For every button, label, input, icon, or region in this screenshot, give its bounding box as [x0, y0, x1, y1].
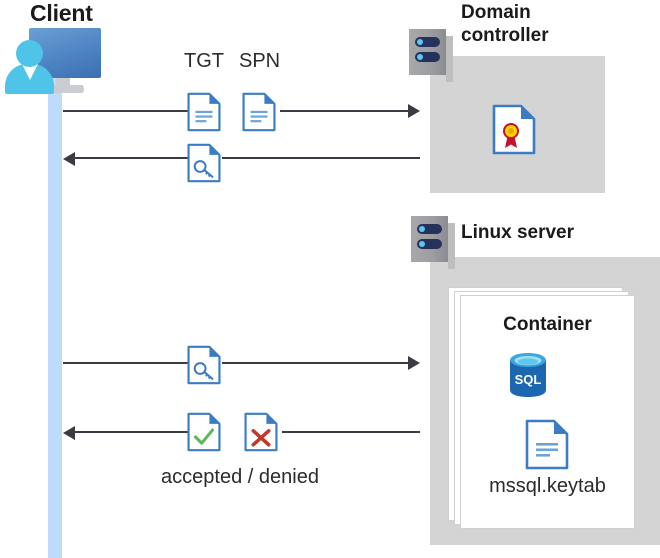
rack-led [417, 54, 423, 60]
rack-led [419, 226, 425, 232]
rack-bar-bottom [415, 52, 440, 62]
spn-label: SPN [239, 50, 281, 72]
accepted-denied-label: accepted / denied [161, 466, 319, 488]
rack-bar-top [417, 224, 442, 234]
flow-3-arrowhead [408, 356, 420, 370]
tgt-document-icon [187, 86, 221, 138]
flow-2-arrowhead [63, 152, 75, 166]
keytab-filename-label: mssql.keytab [489, 475, 606, 497]
certificate-document-icon [492, 104, 536, 155]
flow-4-line-left [75, 431, 188, 433]
rack-side-panel [448, 223, 455, 269]
keytab-document-icon [525, 419, 569, 470]
person-head [16, 40, 43, 67]
request-key-document-icon [187, 340, 221, 390]
client-icon [0, 0, 110, 100]
flow-1-arrowhead [408, 104, 420, 118]
sql-database-icon: SQL [508, 352, 548, 398]
flow-1-line-left [63, 110, 188, 112]
flow-3-line-left [63, 362, 188, 364]
flow-4-line-right [282, 431, 420, 433]
tgt-label: TGT [184, 50, 224, 72]
flow-2-line-left [75, 157, 188, 159]
linux-server-rack-icon [411, 216, 455, 269]
domain-controller-rack-icon [409, 29, 453, 82]
person-collar [22, 64, 38, 80]
domain-controller-title-line1: Domain [461, 2, 531, 23]
client-title: Client [30, 0, 93, 26]
flow-3-line-right [222, 362, 408, 364]
domain-controller-title: Domain controller [461, 1, 641, 47]
flow-1-line-right [280, 110, 408, 112]
accepted-document-icon [187, 407, 221, 457]
rack-led [419, 241, 425, 247]
container-card-front: Container SQL mssql.keytab [460, 295, 635, 529]
flow-4-arrowhead [63, 426, 75, 440]
svg-text:SQL: SQL [515, 372, 542, 387]
client-lifeline [48, 60, 62, 558]
domain-controller-title-line2: controller [461, 25, 549, 46]
rack-bar-bottom [417, 239, 442, 249]
spn-document-icon [242, 86, 276, 138]
rack-led [417, 39, 423, 45]
monitor-base [44, 85, 84, 93]
rack-side-panel [446, 36, 453, 82]
container-title: Container [503, 314, 592, 335]
denied-document-icon [244, 407, 278, 457]
flow-2-line-right [222, 157, 420, 159]
linux-server-title: Linux server [461, 222, 574, 243]
monitor-neck [56, 78, 70, 89]
rack-bar-top [415, 37, 440, 47]
ticket-key-document-icon [187, 138, 221, 188]
